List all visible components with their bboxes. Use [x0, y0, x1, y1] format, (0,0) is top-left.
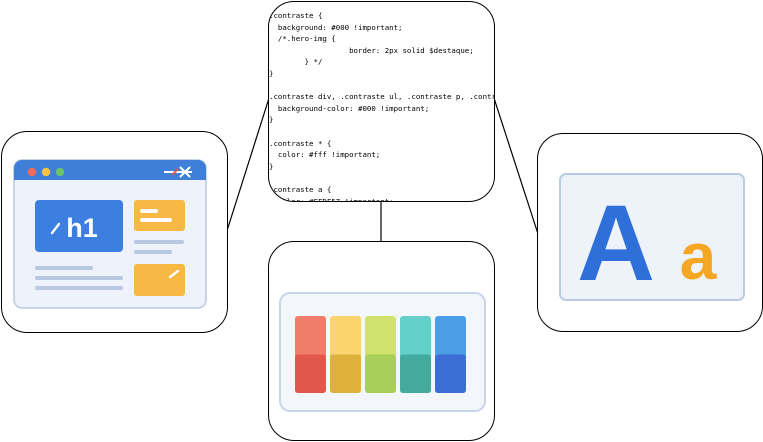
text-line-1 — [35, 266, 93, 270]
color-swatch-5-shade — [435, 354, 466, 393]
heading-block — [35, 200, 123, 252]
text-line-2 — [35, 276, 123, 280]
typography-card — [559, 173, 745, 301]
content-card-2 — [134, 264, 185, 296]
content-card-1-line-2 — [140, 218, 172, 222]
color-swatch-1-shade — [295, 354, 326, 393]
color-swatch-4-shade — [400, 354, 431, 393]
connector-code-to-webpage — [224, 94, 271, 238]
window-dot-green — [55, 167, 65, 177]
close-icon — [164, 166, 192, 178]
typography-illustration-box: A a — [537, 133, 763, 332]
heading-text: h1 — [66, 213, 98, 243]
window-dot-red — [27, 167, 37, 177]
color-swatches — [295, 316, 466, 393]
big-letter-a: A — [577, 182, 655, 303]
heading-cursor-mark — [50, 222, 61, 235]
sidebar-line-1 — [134, 240, 184, 244]
small-letter-a: a — [680, 219, 718, 293]
color-swatch-2-shade — [330, 354, 361, 393]
connector-code-to-typography — [492, 94, 540, 238]
css-code-box: .contraste { background: #000 !important… — [268, 1, 495, 202]
text-line-3 — [35, 286, 123, 290]
palette-illustration — [279, 292, 486, 412]
window-dot-yellow — [41, 167, 51, 177]
webpage-illustration-box: h1 — [1, 131, 228, 333]
content-card-1 — [134, 200, 185, 231]
content-card-1-line-1 — [140, 209, 158, 213]
sidebar-line-2 — [134, 250, 172, 254]
webpage-illustration: h1 — [13, 159, 207, 309]
palette-illustration-box — [268, 241, 495, 441]
typography-illustration: A a — [559, 173, 745, 303]
color-swatch-3-shade — [365, 354, 396, 393]
css-code-snippet: .contraste { background: #000 !important… — [269, 11, 494, 202]
content-card-2-mark — [168, 269, 180, 279]
